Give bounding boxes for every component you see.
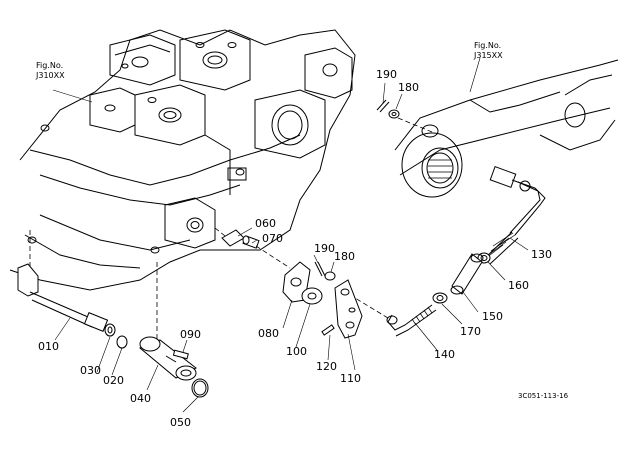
pin-190-lower bbox=[314, 261, 326, 277]
part-number-label: 190 bbox=[376, 68, 397, 81]
snap-ring-020 bbox=[116, 335, 128, 349]
part-number-label: 100 bbox=[286, 345, 307, 358]
part-number-label: 140 bbox=[434, 348, 455, 361]
part-number-label: 110 bbox=[340, 372, 361, 385]
rod-140 bbox=[354, 297, 437, 337]
fig-ref-j310xx-line1: Fig.No. bbox=[36, 61, 63, 70]
rod-130 bbox=[482, 179, 546, 265]
part-number-label: 180 bbox=[334, 250, 355, 263]
fig-ref-j310xx-line2: J310XX bbox=[35, 71, 65, 80]
part-number-label: 130 bbox=[531, 248, 552, 261]
washer-100 bbox=[301, 287, 323, 305]
lift-arm bbox=[394, 59, 619, 198]
o-ring-050 bbox=[191, 378, 209, 398]
part-number-label: 170 bbox=[460, 325, 481, 338]
ring-030 bbox=[104, 323, 116, 337]
part-number-label: 040 bbox=[130, 392, 151, 405]
part-number-label: 060 bbox=[255, 217, 276, 230]
pin-090 bbox=[172, 349, 189, 360]
shaft-010 bbox=[17, 263, 109, 332]
turnbuckle-150 bbox=[450, 253, 484, 295]
part-number-label: 080 bbox=[258, 327, 279, 340]
part-number-label: 020 bbox=[103, 374, 124, 387]
pin-190-upper bbox=[376, 99, 390, 113]
part-number-label: 160 bbox=[508, 279, 529, 292]
lever-110 bbox=[334, 279, 363, 339]
housing-assembly bbox=[9, 29, 356, 291]
fig-ref-j315xx-line1: Fig.No. bbox=[474, 41, 501, 50]
leader-lines bbox=[52, 57, 529, 413]
part-number-label: 090 bbox=[180, 328, 201, 341]
part-number-label: 190 bbox=[314, 242, 335, 255]
washer-180-lower bbox=[324, 271, 336, 281]
nut-170 bbox=[432, 292, 448, 304]
fig-ref-j315xx-line2: J315XX bbox=[473, 51, 503, 60]
guide-line bbox=[397, 117, 433, 133]
part-number-label: 070 bbox=[262, 232, 283, 245]
part-number-label: 050 bbox=[170, 416, 191, 429]
part-number-label: 180 bbox=[398, 81, 419, 94]
guide-line bbox=[255, 245, 291, 269]
drawing-code: 3C051-113-16 bbox=[518, 392, 569, 400]
part-060 bbox=[214, 227, 245, 247]
washer-180-upper bbox=[388, 109, 400, 119]
part-number-label: 150 bbox=[482, 310, 503, 323]
part-number-label: 010 bbox=[38, 340, 59, 353]
cylinder-040 bbox=[139, 336, 197, 381]
part-number-label: 030 bbox=[80, 364, 101, 377]
part-number-label: 120 bbox=[316, 360, 337, 373]
pin-120 bbox=[321, 324, 335, 336]
part-070 bbox=[242, 235, 260, 249]
